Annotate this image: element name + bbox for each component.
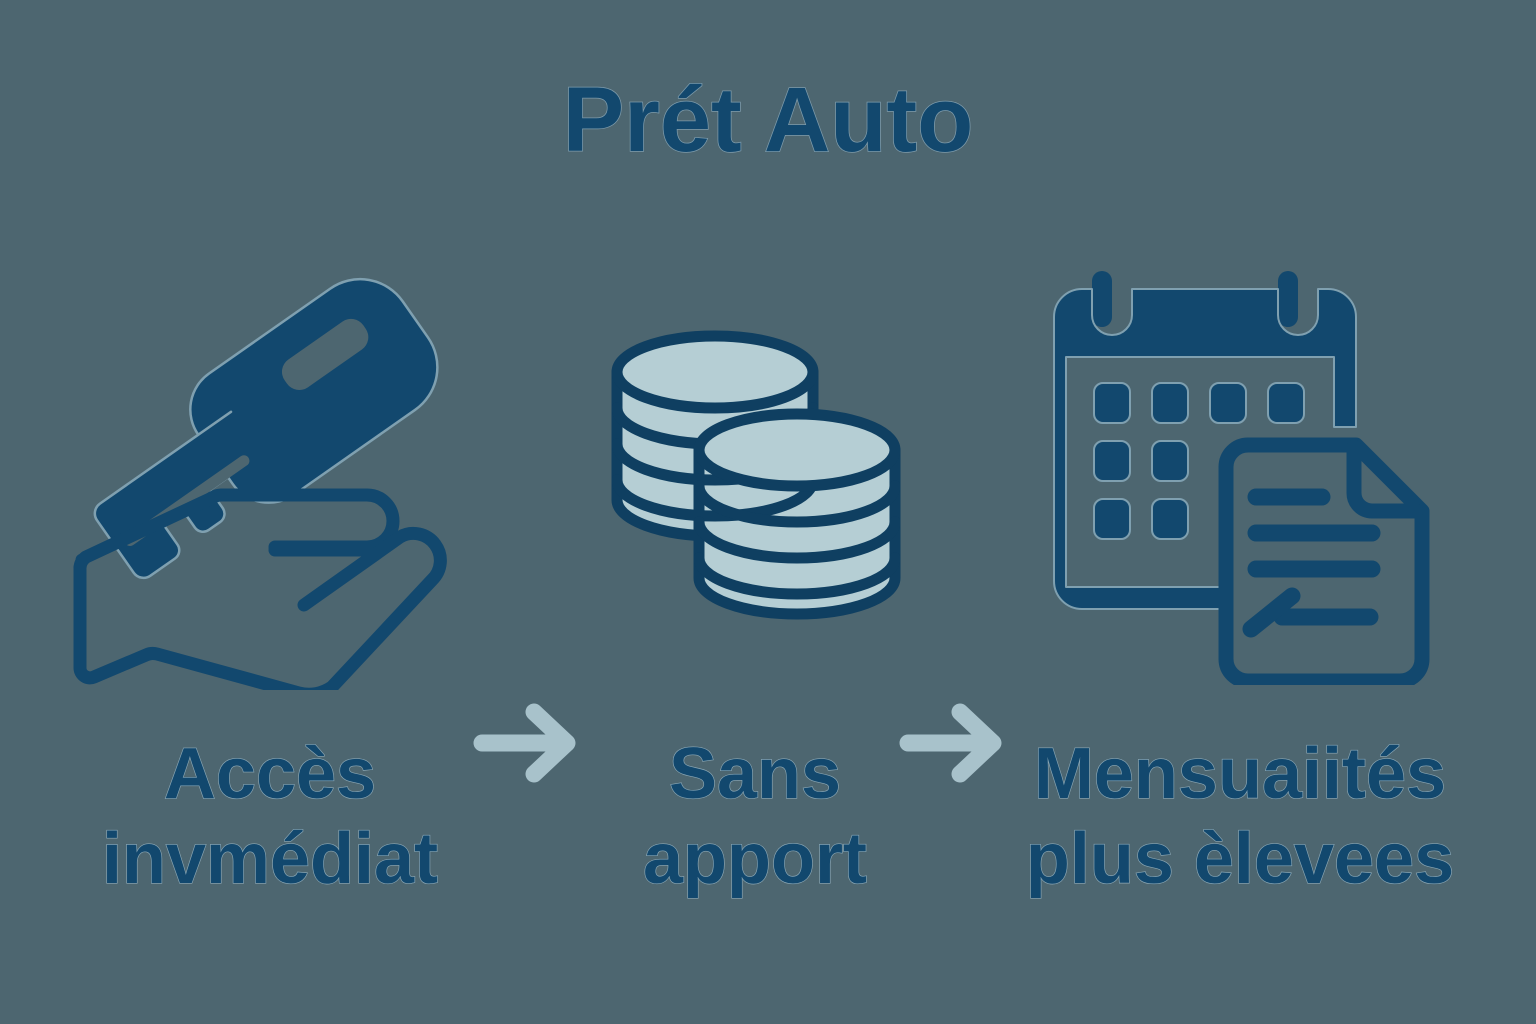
- step-1-icon-wrap: [55, 250, 485, 700]
- coin-stack-icon: [611, 330, 901, 620]
- steps-row: Accès invmédiat: [0, 250, 1536, 950]
- step-item-2: Sans apport: [540, 250, 970, 950]
- arrow-right-icon: [473, 703, 576, 783]
- step-2-caption: Sans apport: [540, 732, 970, 902]
- step-3-caption: Mensuaiités plus èlevees: [1025, 732, 1455, 902]
- arrow-right-icon: [899, 703, 1002, 783]
- step-item-1: Accès invmédiat: [55, 250, 485, 950]
- page-title: Prét Auto: [562, 69, 974, 171]
- step-3-caption-line-1: Mensuaiités: [1033, 733, 1447, 814]
- calendar-document-icon: [1053, 271, 1430, 685]
- step-1-caption-line-1: Accès: [163, 733, 377, 814]
- step-1-caption-line-2: invmédiat: [101, 818, 439, 899]
- step-2-caption-line-2: apport: [642, 818, 867, 899]
- hand-holding-key-icon: [73, 278, 447, 690]
- step-1-caption: Accès invmédiat: [55, 732, 485, 902]
- step-2-icon-wrap: [540, 250, 970, 700]
- connector-arrow-1: [472, 698, 592, 788]
- step-3-icon-wrap: [1025, 250, 1455, 700]
- step-3-caption-line-2: plus èlevees: [1025, 818, 1455, 899]
- step-2-caption-line-1: Sans: [668, 733, 842, 814]
- connector-arrow-2: [898, 698, 1018, 788]
- step-item-3: Mensuaiités plus èlevees: [1025, 250, 1455, 950]
